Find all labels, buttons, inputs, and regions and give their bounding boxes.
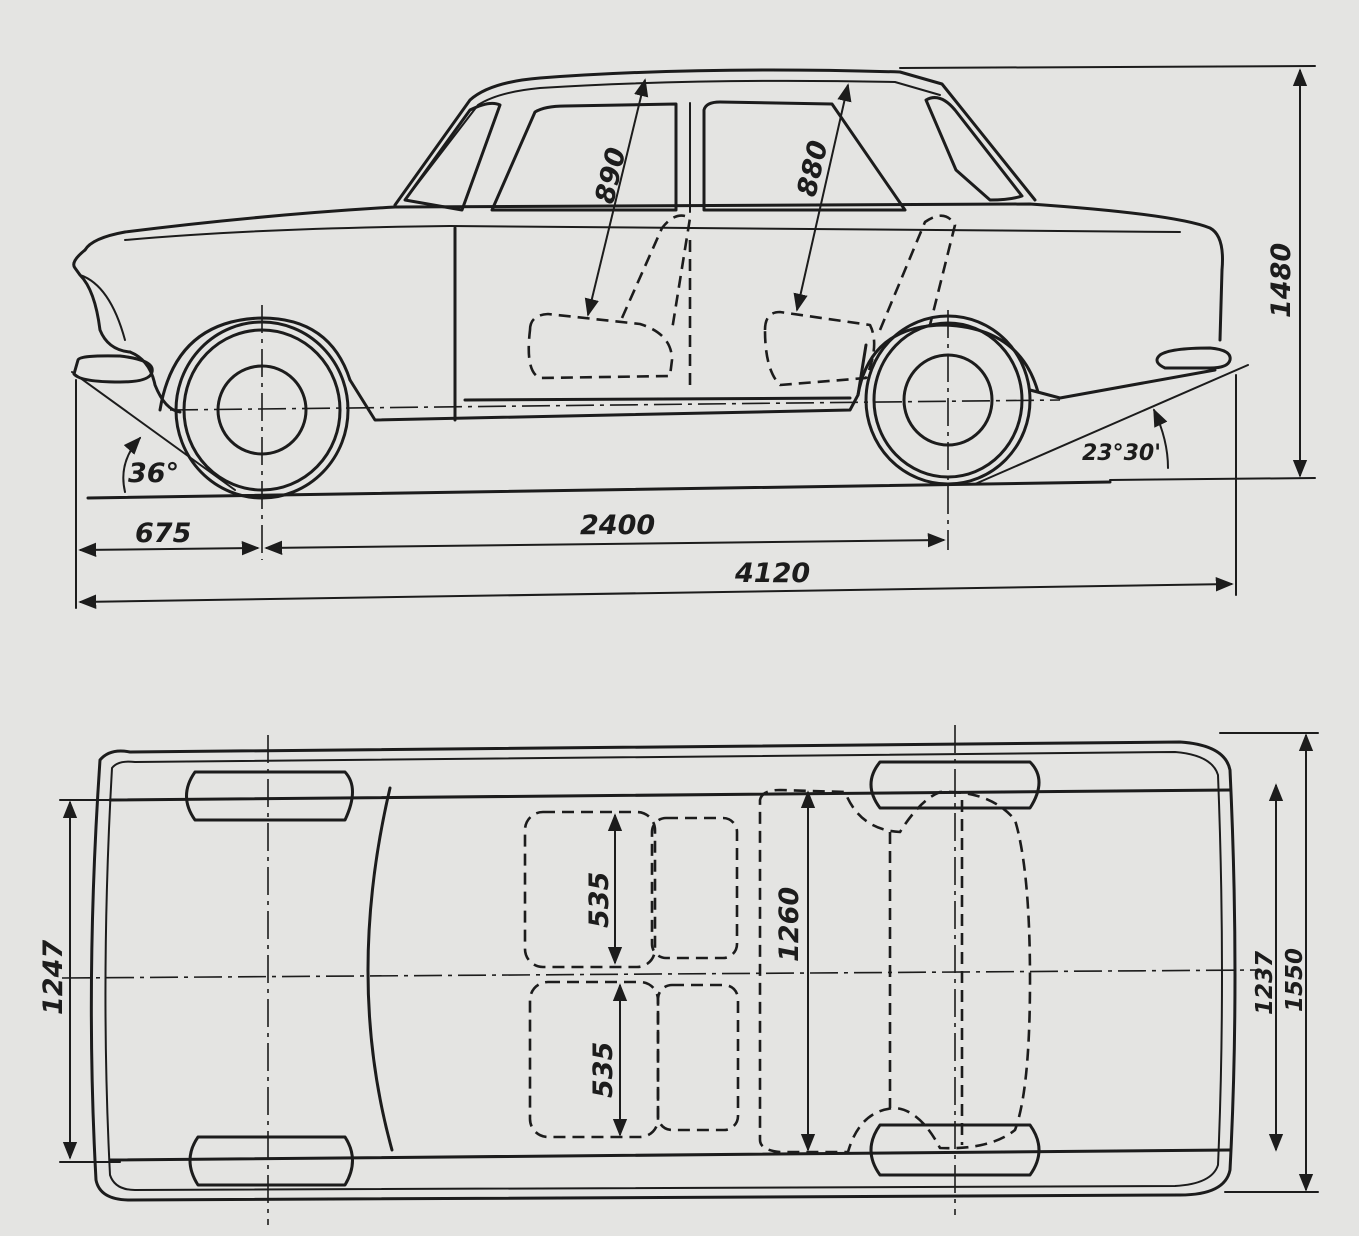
front-overhang-dim-line	[78, 540, 260, 558]
departure-angle-label: 23°30'	[1082, 441, 1161, 466]
top-wheel-rl	[869, 760, 1041, 810]
seat-width-left-label: 535	[584, 872, 615, 928]
top-longitudinal-axis	[61, 969, 1259, 979]
rear-track-label: 1237	[1252, 951, 1278, 1015]
top-wheel-rr	[869, 1123, 1041, 1177]
departure-angle-arc	[1153, 408, 1169, 469]
overall-width-label: 1550	[1282, 948, 1308, 1012]
side-horizontal-axis	[169, 399, 1061, 411]
rear-seat-width-label: 1260	[774, 887, 805, 962]
top-wheel-fl	[185, 770, 354, 822]
side-body-outline	[72, 68, 1232, 422]
headroom-rear-line	[793, 83, 852, 312]
approach-angle-label: 36°	[128, 458, 179, 489]
headroom-rear-label: 880	[792, 138, 835, 200]
wheelbase-label: 2400	[580, 510, 655, 541]
side-seats	[527, 214, 957, 387]
overall-length-label: 4120	[734, 558, 810, 589]
departure-line	[974, 364, 1249, 485]
height-label: 1480	[1266, 243, 1297, 318]
approach-angle-arc	[122, 436, 142, 493]
top-view: 535 535 1260 1247 1237 1550	[38, 725, 1319, 1225]
height-ext-bottom	[1109, 477, 1316, 481]
headroom-front-line	[584, 78, 649, 317]
headroom-front-label: 890	[590, 145, 633, 207]
top-wheels	[185, 760, 1041, 1187]
top-front-seats	[523, 810, 740, 1139]
wheelbase-dim-line	[264, 532, 946, 556]
front-overhang-label: 675	[135, 518, 191, 549]
side-view: 36° 23°30' 890 880 1480 675 2400 4120	[71, 65, 1316, 609]
approach-line	[71, 371, 236, 491]
overall-length-dim-line	[78, 577, 1234, 609]
top-wheel-fr	[188, 1135, 354, 1187]
height-ext-top	[899, 65, 1316, 69]
ground-line	[86, 480, 1112, 500]
front-track-label: 1247	[38, 940, 69, 1015]
seat-width-right-label: 535	[588, 1042, 619, 1098]
top-body-outline	[89, 740, 1237, 1202]
